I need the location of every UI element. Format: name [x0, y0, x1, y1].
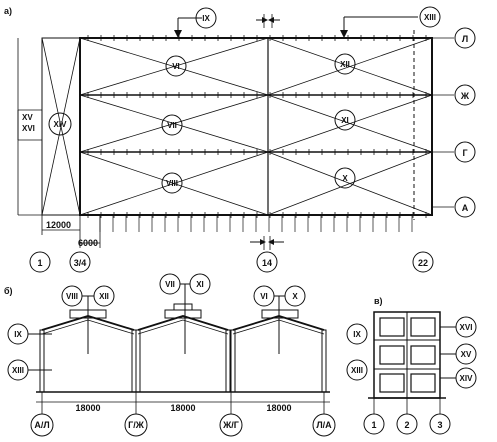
- end-marker-XIII: XIII: [351, 366, 363, 375]
- dim-6000: 6000: [78, 238, 98, 248]
- side-label-XV: XV: [22, 113, 33, 122]
- sec-marker-IX: IX: [14, 330, 22, 339]
- span-2: 18000: [170, 403, 195, 413]
- axis-label-3-4: 3/4: [74, 258, 87, 268]
- wall-panel: [379, 345, 405, 365]
- end-marker-XIV: XIV: [460, 374, 474, 383]
- sec-marker-VI: VI: [260, 292, 268, 301]
- span-3: 18000: [266, 403, 291, 413]
- section-column: [321, 329, 327, 393]
- panel-label-a: а): [4, 6, 12, 16]
- axis-label-L: Л: [462, 34, 468, 44]
- section-column: [135, 329, 141, 393]
- section-column: [131, 329, 137, 393]
- plan-frame: [79, 37, 433, 216]
- wall-panel: [410, 317, 436, 337]
- axis-bubble-G: [454, 141, 476, 163]
- panel-label-v: в): [374, 296, 383, 306]
- axis-label-1: 1: [37, 258, 42, 268]
- axis-bubble-ZH: [454, 84, 476, 106]
- axis-label-22: 22: [418, 258, 428, 268]
- marker-IX-top: IX: [202, 14, 210, 23]
- sec-marker-VIII: VIII: [66, 292, 78, 301]
- section-axis-1: А/Л: [34, 420, 49, 430]
- sec-marker-XII: XII: [99, 292, 109, 301]
- marker-VIII: VIII: [166, 179, 178, 188]
- end-marker-XVI: XVI: [460, 323, 473, 332]
- axis-bubble-22: [412, 251, 434, 273]
- marker-XII: XII: [340, 60, 350, 69]
- sec-marker-X: X: [292, 292, 298, 301]
- sec-marker-XI: XI: [196, 280, 204, 289]
- purlin-ticks: [87, 35, 427, 218]
- marker-X: X: [342, 174, 348, 183]
- marker-XIV-circle: [48, 112, 72, 136]
- marker-XI-circle: [334, 109, 356, 131]
- axis-label-G: Г: [462, 148, 467, 158]
- section-axis-4: Л/А: [316, 420, 332, 430]
- wall-panel: [410, 373, 436, 393]
- section-column: [39, 329, 45, 393]
- end-axis-1: 1: [371, 420, 376, 430]
- side-label-XVI: XVI: [22, 124, 35, 133]
- marker-VII-circle: [161, 114, 183, 136]
- axis-label-14: 14: [262, 258, 272, 268]
- cross-section: 18000 18000 18000 А/Л Г/Ж Ж/Г Л/А VIII X…: [7, 273, 336, 437]
- marker-VIII-circle: [161, 172, 183, 194]
- end-marker-IX: IX: [353, 330, 361, 339]
- marker-VI-circle: [165, 55, 187, 77]
- end-marker-XV: XV: [461, 350, 472, 359]
- marker-XIII-circle: [419, 6, 441, 28]
- sec-marker-XIII: XIII: [12, 366, 24, 375]
- marker-VII: VII: [167, 121, 177, 130]
- wall-panel: [410, 345, 436, 365]
- marker-XIII-top: XIII: [424, 13, 436, 22]
- marker-X-circle: [334, 167, 356, 189]
- axis-label-ZH: Ж: [460, 91, 470, 101]
- panel-label-b: б): [4, 286, 13, 296]
- marker-XIV: XIV: [54, 120, 68, 129]
- axis-bubble-L: [454, 27, 476, 49]
- end-axis-2: 2: [404, 420, 409, 430]
- plan-view: 12000 6000 IX XIII VI VII VIII XII XI X: [17, 6, 476, 273]
- axis-bubble-1: [29, 251, 51, 273]
- wall-panel: [379, 317, 405, 337]
- section-column: [225, 329, 231, 393]
- marker-VI: VI: [172, 62, 180, 71]
- end-axis-3: 3: [437, 420, 442, 430]
- column-stubs: [99, 215, 413, 232]
- span-1: 18000: [75, 403, 100, 413]
- dim-12000: 12000: [46, 220, 71, 230]
- axis-bubble-A: [454, 196, 476, 218]
- sec-marker-VII: VII: [165, 280, 175, 289]
- axis-label-A: А: [462, 203, 469, 213]
- plan-outline: [41, 37, 433, 216]
- marker-IX-circle: [195, 7, 217, 29]
- end-elevation: 1 2 3 IX XIII XVI XV XIV: [346, 311, 477, 435]
- axis-bubble-14: [256, 251, 278, 273]
- axis-bubble-3-4: [69, 251, 91, 273]
- wall-panel: [379, 373, 405, 393]
- section-axis-3: Ж/Г: [222, 420, 239, 430]
- marker-XI: XI: [341, 116, 349, 125]
- marker-XII-circle: [334, 53, 356, 75]
- section-axis-2: Г/Ж: [128, 420, 145, 430]
- section-column: [230, 329, 236, 393]
